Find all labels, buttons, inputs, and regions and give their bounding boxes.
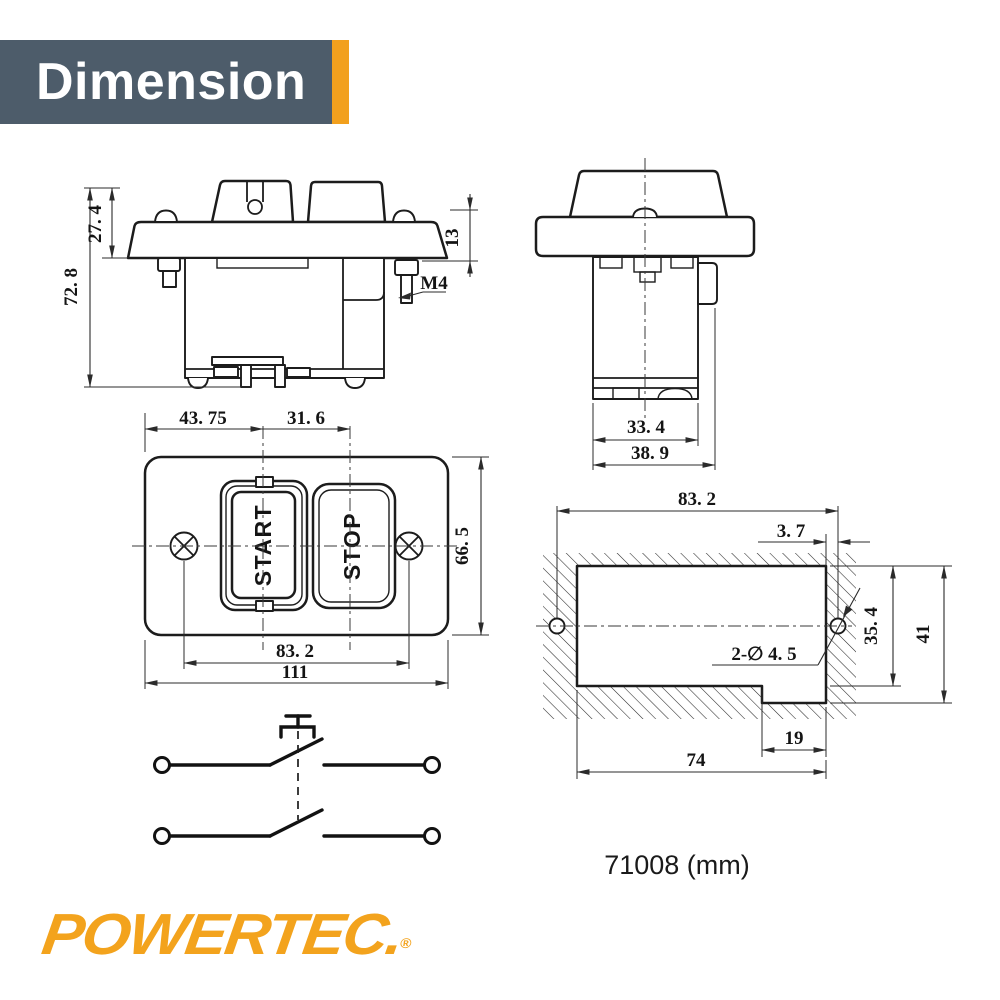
powertec-logo: POWERTEC.® [38,901,417,968]
dim-end-outer-width: 38. 9 [631,443,669,464]
dim-cut-hole-spacing: 83. 2 [678,489,716,510]
side-view: 72. 8 27. 4 13 M4 [61,179,478,389]
dim-cut-notch-width: 19 [785,728,804,749]
dim-side-thread: M4 [420,273,448,294]
end-view-dimensions: 33. 4 38. 9 [592,308,716,470]
front-view: START STOP 43 [132,408,489,689]
end-side-tab [697,262,718,305]
side-plate-bump-left [154,209,178,223]
cutout-dimensions: 83. 2 3. 7 35. 4 41 19 74 [556,489,952,779]
dim-side-right-height: 13 [442,229,463,248]
cutout-outline [575,564,828,705]
terminal-bottom-left [153,827,171,845]
cutout-hatching [543,553,856,719]
side-body-recess [216,257,309,269]
registered-trademark-icon: ® [399,935,413,951]
front-view-dimensions: 43. 75 31. 6 66. 5 83. 2 111 [144,408,489,689]
side-mounting-hooks [211,356,311,388]
dim-side-total-height: 72. 8 [61,268,82,306]
dimension-banner: Dimension [0,40,332,124]
terminal-bottom-right [423,827,441,845]
dim-front-plate-height: 66. 5 [452,527,473,565]
side-bezel-plate [126,220,449,260]
side-start-button-profile [210,179,295,224]
side-foot-left [187,377,209,389]
contact-blade-top [268,737,324,767]
terminal-top-left [153,756,171,774]
side-lock-pin-hole [247,199,263,215]
banner-accent-bar [332,40,349,124]
dim-front-left-to-start: 43. 75 [179,408,227,429]
dim-cut-main-height: 35. 4 [861,607,882,646]
dim-cut-total-height: 41 [913,625,934,644]
dim-cut-holes-note: 2-∅ 4. 5 [731,644,796,665]
circuit-schematic [153,714,441,845]
side-m4-screw-shank [400,274,413,304]
side-foot-right [344,377,366,389]
cutout-view: 83. 2 3. 7 35. 4 41 19 74 [536,489,952,779]
side-left-screw-head [157,257,181,272]
dim-front-plate-width: 111 [282,662,308,683]
dim-front-hole-spacing: 83. 2 [276,641,314,662]
dim-front-start-to-stop: 31. 6 [287,408,325,429]
model-number-label: 71008 (mm) [604,850,750,880]
dim-side-upper-height: 27. 4 [85,205,106,244]
side-left-screw-shank [162,270,177,288]
contact-blade-bottom [268,808,324,838]
end-knob [568,169,729,219]
dim-end-inner-width: 33. 4 [627,417,666,438]
side-stop-button-profile [306,180,387,224]
front-start-tab-bottom [255,600,274,612]
end-view: 33. 4 38. 9 [534,158,756,470]
dim-cut-width: 74 [687,750,707,771]
dim-cut-edge-to-hole: 3. 7 [777,521,806,542]
powertec-logo-text: POWERTEC. [38,902,407,967]
front-start-tab-top [255,476,274,488]
side-m4-screw-head [394,259,419,276]
side-plate-bump-right [392,209,416,223]
side-view-dimensions: 72. 8 27. 4 13 M4 [61,187,478,388]
banner-title: Dimension [36,53,307,111]
terminal-top-right [423,756,441,774]
